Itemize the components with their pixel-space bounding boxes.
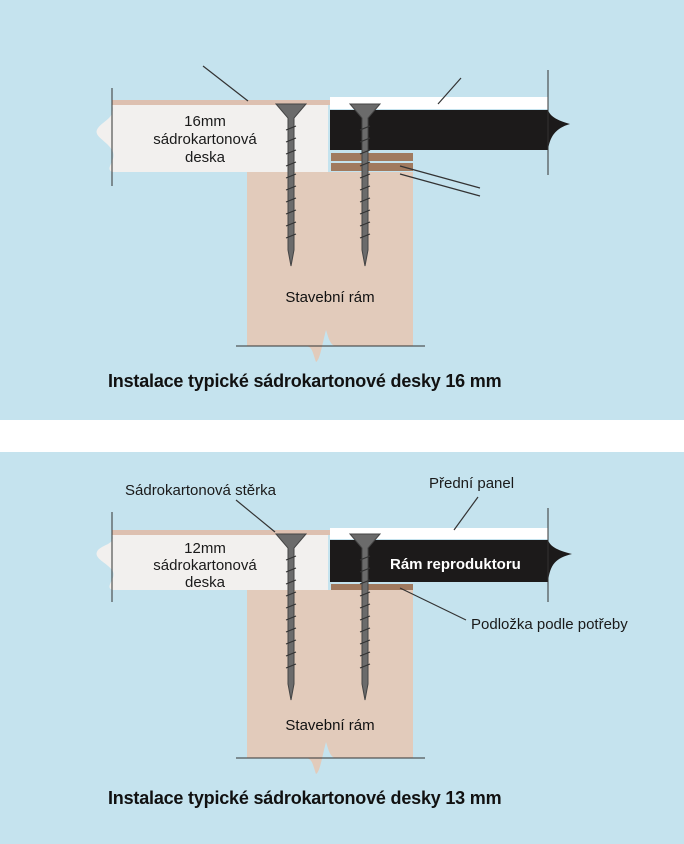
drywall-board bbox=[96, 104, 328, 172]
stud bbox=[247, 590, 413, 774]
board-label-line1: 12mm bbox=[184, 540, 226, 557]
screw-threads bbox=[285, 125, 371, 239]
board-label-line3: deska bbox=[184, 149, 226, 166]
screw-speaker bbox=[348, 103, 382, 267]
drywall-compound bbox=[112, 530, 402, 535]
board-label-line3: deska bbox=[184, 574, 226, 591]
screw-threads bbox=[285, 555, 371, 669]
front-panel-label: Přední panel bbox=[429, 475, 515, 492]
diagram-16mm-drawing bbox=[96, 65, 570, 362]
shim bbox=[331, 163, 413, 171]
diagram-13mm: Sádrokartonová stěrka Přední panel 12mm … bbox=[0, 452, 684, 844]
shim-label: Podložka podle potřeby bbox=[471, 616, 628, 633]
diagram-13mm-drawing bbox=[96, 496, 572, 774]
speaker-frame bbox=[330, 110, 570, 150]
diagram-16mm: 16mm sádrokartonová deska Stavební rám I… bbox=[0, 0, 684, 420]
drywall-board bbox=[96, 534, 328, 590]
stud bbox=[247, 172, 413, 362]
screw-drywall bbox=[274, 103, 308, 267]
speaker-frame-label: Rám reproduktoru bbox=[390, 556, 521, 573]
caption-16mm: Instalace typické sádrokartonové desky 1… bbox=[108, 371, 502, 391]
shim bbox=[331, 584, 413, 590]
shim bbox=[331, 153, 413, 161]
board-label-line1: 16mm bbox=[184, 113, 226, 130]
front-panel bbox=[330, 528, 548, 539]
compound-label: Sádrokartonová stěrka bbox=[125, 482, 276, 499]
drywall-compound bbox=[112, 100, 402, 105]
leader-lines bbox=[235, 496, 479, 621]
speaker-frame bbox=[330, 540, 572, 582]
board-label-line2: sádrokartonová bbox=[153, 557, 257, 574]
caption-13mm: Instalace typické sádrokartonové desky 1… bbox=[108, 788, 502, 808]
frame-label: Stavební rám bbox=[285, 717, 375, 734]
board-label-line2: sádrokartonová bbox=[153, 131, 257, 148]
frame-label: Stavební rám bbox=[285, 289, 375, 306]
leader-lines bbox=[202, 65, 481, 197]
